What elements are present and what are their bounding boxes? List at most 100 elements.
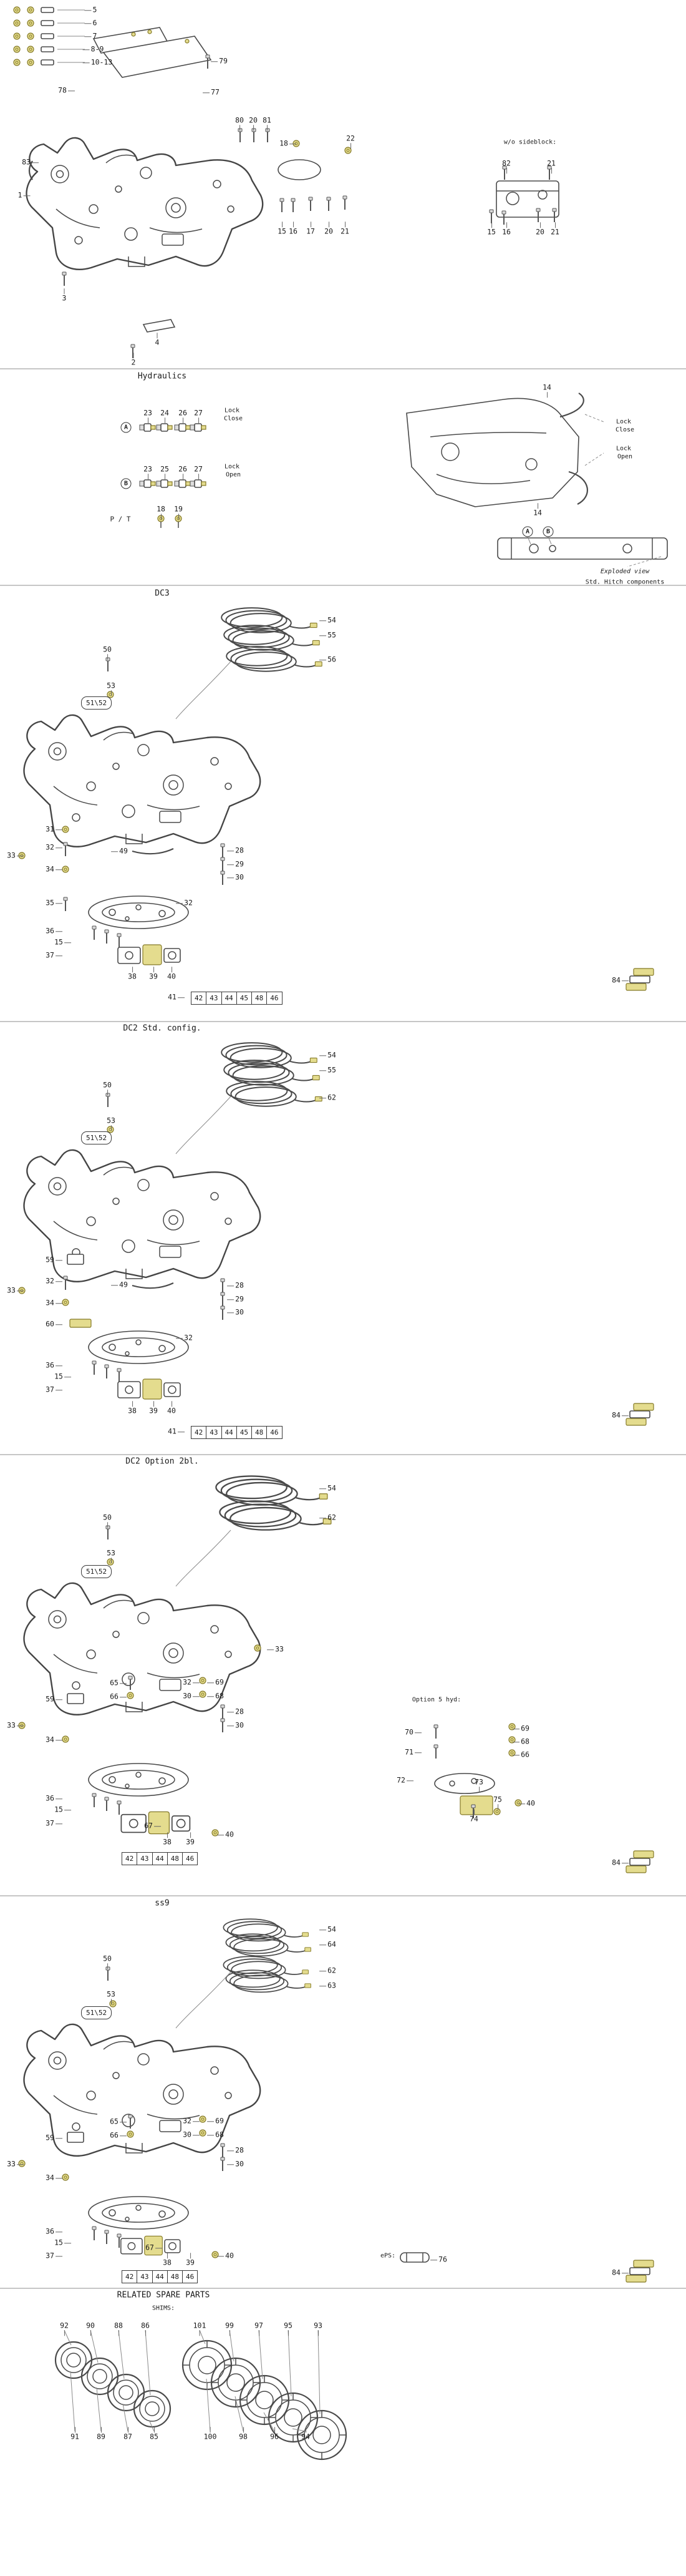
hitch-frame-drawing: [26, 137, 264, 270]
callout-30: 30: [227, 1720, 244, 1730]
callout-40: 40: [217, 2251, 234, 2260]
top-plate-77: [102, 36, 212, 78]
part-number-cell-42: 42: [122, 2271, 138, 2283]
hitch-frame-drawing: [23, 1149, 261, 1282]
callout-18: 18: [279, 139, 296, 148]
part-number-cell-44: 44: [153, 1853, 168, 1865]
callout-15: 15: [54, 2238, 71, 2247]
callout-32: 32: [183, 1677, 200, 1687]
callout-22: 22: [346, 134, 355, 148]
callout-39: 39: [149, 967, 158, 981]
callout-80: 80: [235, 115, 244, 130]
callout-74: 74: [470, 1809, 478, 1823]
part-number-cell-48: 48: [168, 2271, 183, 2283]
section-dividers: [0, 368, 686, 2289]
callout-15: 15: [54, 1372, 71, 1381]
callout-3: 3: [62, 288, 67, 303]
manifold-drawing: [88, 895, 189, 929]
callout-32: 32: [176, 898, 193, 907]
callout-49: 49: [111, 846, 128, 856]
hydraulics-drawing: [139, 393, 668, 567]
valve-block-drawing: [120, 1811, 191, 1835]
sideblock-drawing: [489, 165, 559, 225]
p-t-label: P / T: [110, 515, 131, 524]
text-label: Close: [223, 415, 243, 422]
valve-block-drawing: [117, 944, 181, 965]
callout-73: 73: [475, 1777, 483, 1792]
callout-65: 65: [110, 2117, 127, 2126]
callout-84: 84: [612, 2268, 629, 2277]
manifold-drawing: [88, 1330, 189, 1364]
callout-38: 38: [128, 967, 137, 981]
callout-33: 33: [267, 1644, 284, 1654]
callout-15: 15: [278, 222, 286, 236]
badge-b: B: [543, 526, 554, 537]
section-title-ss9: ss9: [155, 1898, 170, 1908]
callout-32: 32: [46, 1276, 62, 1286]
callout-40: 40: [518, 1798, 535, 1808]
callout-50: 50: [103, 645, 112, 659]
callout-98: 98: [239, 2427, 248, 2441]
callout-68: 68: [513, 1737, 529, 1746]
callout-39: 39: [186, 2253, 195, 2267]
callout-14: 14: [543, 383, 551, 397]
part-84-drawing: [626, 968, 654, 991]
callout-68: 68: [207, 2130, 224, 2139]
callout-100: 100: [203, 2427, 217, 2441]
std-hitch-exploded-bar: [497, 536, 668, 567]
part-number-cell-46: 46: [270, 1428, 279, 1437]
callout-30: 30: [183, 2130, 200, 2139]
callout-38: 38: [163, 2253, 172, 2267]
shims-drawing: [54, 2330, 347, 2461]
callout-27: 27: [194, 408, 203, 422]
part-84-drawing: [626, 1403, 654, 1426]
callout-1: 1: [17, 190, 31, 200]
part-number-cell-51-52: 51\52: [86, 1568, 107, 1576]
callout-30: 30: [227, 2159, 244, 2169]
callout-39: 39: [186, 1832, 195, 1847]
wo-sideblock-label: w/o sideblock:: [503, 139, 557, 146]
callout-37: 37: [46, 2251, 62, 2260]
part-number-cell-43: 43: [137, 1853, 153, 1865]
callout-28: 28: [227, 1281, 244, 1290]
callout-67: 67: [144, 1821, 161, 1830]
callout-78: 78: [58, 85, 75, 95]
callout-34: 34: [46, 864, 62, 874]
callout-66: 66: [110, 1692, 127, 1701]
part-number-cell-46: 46: [270, 994, 279, 1002]
callout-92: 92: [60, 2321, 69, 2335]
callout-38: 38: [163, 1832, 172, 1847]
part-number-cell-44: 44: [222, 1427, 237, 1438]
callout-87: 87: [123, 2427, 132, 2441]
part-number-cell-45: 45: [237, 1427, 252, 1438]
part-51-52-box: 51\52: [81, 1565, 112, 1578]
part-number-cell-44: 44: [222, 992, 237, 1004]
callout-5: 5: [84, 5, 97, 14]
part-number-cell-43: 43: [206, 992, 222, 1004]
callout-95: 95: [284, 2321, 292, 2335]
hitch-frame-drawing: [23, 714, 261, 847]
part-number-cell-51-52: 51\52: [86, 699, 107, 707]
option-5-hyd-drawing: [433, 1723, 522, 1819]
part-number-cell-43: 43: [206, 1427, 222, 1438]
callout-41: 41: [168, 1427, 185, 1436]
callout-16: 16: [502, 222, 511, 237]
callout-8-9: 8-9: [82, 44, 104, 54]
text-label: Lock: [224, 407, 240, 414]
callout-19: 19: [174, 504, 183, 519]
callout-86: 86: [141, 2321, 150, 2335]
callout-49: 49: [111, 1280, 128, 1289]
part-51-52-box: 51\52: [81, 696, 112, 710]
shims-label: SHIMS:: [152, 2305, 175, 2312]
main-assembly-drawing: [13, 6, 559, 359]
callout-33: 33: [7, 2159, 24, 2169]
callout-59: 59: [46, 1255, 62, 1264]
part-51-52-box: 51\52: [81, 2006, 112, 2019]
callout-32: 32: [46, 842, 62, 852]
callout-7: 7: [84, 31, 97, 41]
callout-89: 89: [97, 2427, 105, 2441]
part-number-cell-42: 42: [191, 1427, 207, 1438]
callout-68: 68: [207, 1691, 224, 1700]
callout-33: 33: [7, 851, 24, 860]
